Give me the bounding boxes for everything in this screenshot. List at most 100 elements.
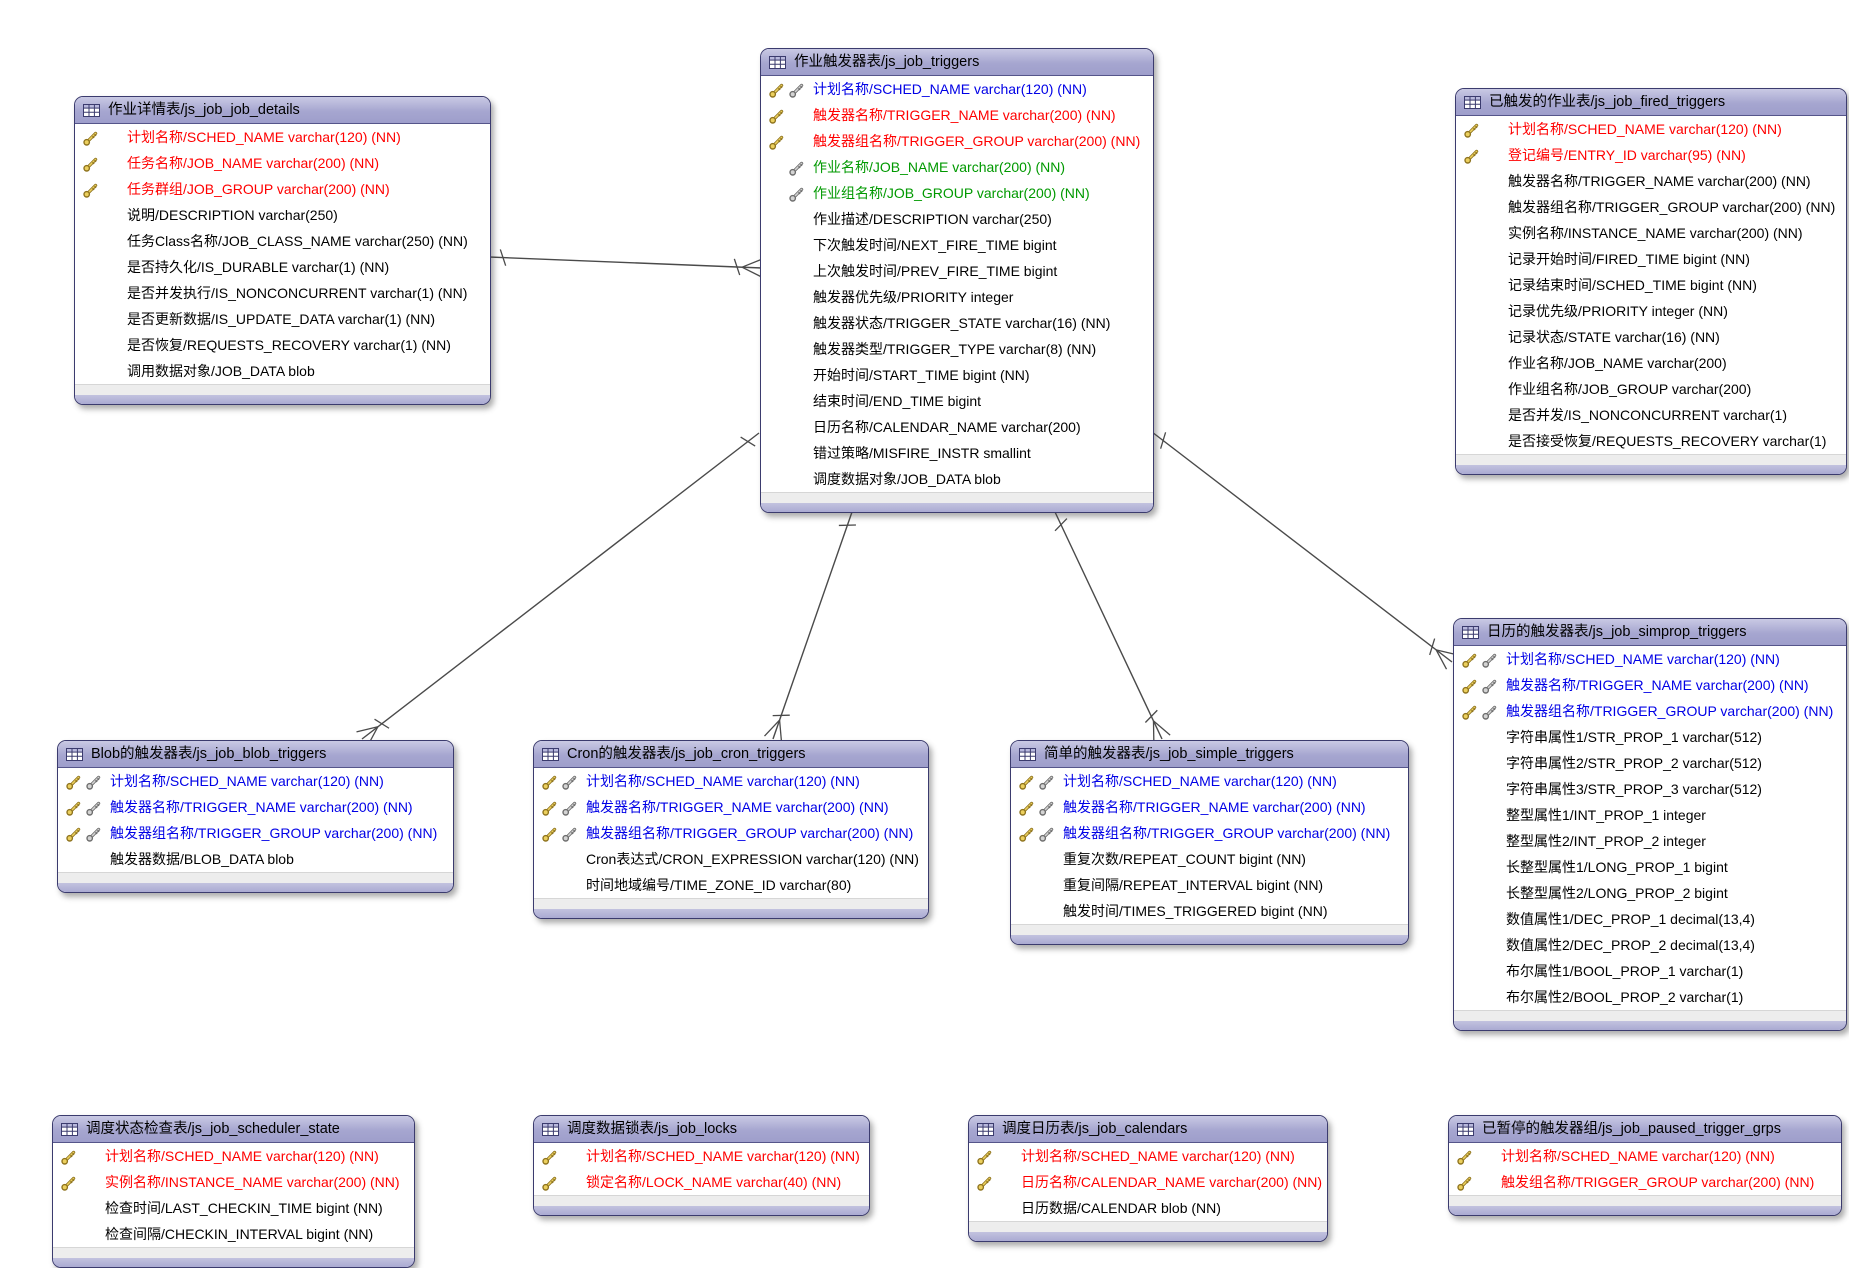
table-header: 已触发的作业表/js_job_fired_triggers bbox=[1456, 89, 1846, 116]
column-label: 数值属性1/DEC_PROP_1 decimal(13,4) bbox=[1506, 906, 1755, 932]
column-label: 触发器类型/TRIGGER_TYPE varchar(8) (NN) bbox=[813, 336, 1096, 362]
table-grid-icon bbox=[61, 1123, 78, 1136]
column-row: 长整型属性1/LONG_PROP_1 bigint bbox=[1454, 854, 1846, 880]
table-columns: 计划名称/SCHED_NAME varchar(120) (NN)触发器名称/T… bbox=[58, 768, 453, 872]
column-label: 触发组名称/TRIGGER_GROUP varchar(200) (NN) bbox=[1501, 1169, 1814, 1195]
column-label: 时间地域编号/TIME_ZONE_ID varchar(80) bbox=[586, 872, 851, 898]
column-label: 任务名称/JOB_NAME varchar(200) (NN) bbox=[127, 150, 379, 176]
column-label: 触发器名称/TRIGGER_NAME varchar(200) (NN) bbox=[586, 794, 889, 820]
column-label: 是否持久化/IS_DURABLE varchar(1) (NN) bbox=[127, 254, 389, 280]
table-footer bbox=[534, 898, 928, 918]
column-label: 字符串属性2/STR_PROP_2 varchar(512) bbox=[1506, 750, 1762, 776]
column-label: 触发器组名称/TRIGGER_GROUP varchar(200) (NN) bbox=[1063, 820, 1390, 846]
column-label: 触发器名称/TRIGGER_NAME varchar(200) (NN) bbox=[110, 794, 413, 820]
column-label: 作业组名称/JOB_GROUP varchar(200) bbox=[1508, 376, 1751, 402]
gray-key-icon bbox=[788, 83, 804, 99]
column-row: 检查时间/LAST_CHECKIN_TIME bigint (NN) bbox=[53, 1195, 414, 1221]
column-row: 字符串属性3/STR_PROP_3 varchar(512) bbox=[1454, 776, 1846, 802]
table-title: 作业详情表/js_job_job_details bbox=[108, 97, 300, 124]
table-header: 调度数据锁表/js_job_locks bbox=[534, 1116, 869, 1143]
column-label: 计划名称/SCHED_NAME varchar(120) (NN) bbox=[1021, 1143, 1295, 1169]
column-row: 计划名称/SCHED_NAME varchar(120) (NN) bbox=[1456, 116, 1846, 142]
column-label: 计划名称/SCHED_NAME varchar(120) (NN) bbox=[127, 124, 401, 150]
column-label: 重复次数/REPEAT_COUNT bigint (NN) bbox=[1063, 846, 1306, 872]
column-row: 计划名称/SCHED_NAME varchar(120) (NN) bbox=[53, 1143, 414, 1169]
column-label: 记录结束时间/SCHED_TIME bigint (NN) bbox=[1508, 272, 1757, 298]
gold-key-icon bbox=[1461, 705, 1477, 721]
column-label: 重复间隔/REPEAT_INTERVAL bigint (NN) bbox=[1063, 872, 1323, 898]
table-footer bbox=[1011, 924, 1408, 944]
column-label: 计划名称/SCHED_NAME varchar(120) (NN) bbox=[1506, 646, 1780, 672]
gray-key-icon bbox=[85, 775, 101, 791]
column-label: 记录开始时间/FIRED_TIME bigint (NN) bbox=[1508, 246, 1750, 272]
column-row: 检查间隔/CHECKIN_INTERVAL bigint (NN) bbox=[53, 1221, 414, 1247]
column-row: 任务Class名称/JOB_CLASS_NAME varchar(250) (N… bbox=[75, 228, 490, 254]
gray-key-icon bbox=[1481, 653, 1497, 669]
column-row: 触发器组名称/TRIGGER_GROUP varchar(200) (NN) bbox=[534, 820, 928, 846]
table-header: Cron的触发器表/js_job_cron_triggers bbox=[534, 741, 928, 768]
column-label: 布尔属性2/BOOL_PROP_2 varchar(1) bbox=[1506, 984, 1743, 1010]
gold-key-icon bbox=[1018, 775, 1034, 791]
gray-key-icon bbox=[788, 187, 804, 203]
column-row: 触发器名称/TRIGGER_NAME varchar(200) (NN) bbox=[58, 794, 453, 820]
column-row: 计划名称/SCHED_NAME varchar(120) (NN) bbox=[534, 1143, 869, 1169]
column-label: 是否更新数据/IS_UPDATE_DATA varchar(1) (NN) bbox=[127, 306, 435, 332]
table-grid-icon bbox=[1457, 1123, 1474, 1136]
column-row: 触发时间/TIMES_TRIGGERED bigint (NN) bbox=[1011, 898, 1408, 924]
column-label: 错过策略/MISFIRE_INSTR smallint bbox=[813, 440, 1031, 466]
column-label: 日历名称/CALENDAR_NAME varchar(200) bbox=[813, 414, 1081, 440]
column-label: 作业描述/DESCRIPTION varchar(250) bbox=[813, 206, 1052, 232]
column-row: 触发器组名称/TRIGGER_GROUP varchar(200) (NN) bbox=[58, 820, 453, 846]
column-label: 计划名称/SCHED_NAME varchar(120) (NN) bbox=[586, 1143, 860, 1169]
table-footer bbox=[1454, 1010, 1846, 1030]
column-label: 说明/DESCRIPTION varchar(250) bbox=[127, 202, 338, 228]
gold-key-icon bbox=[1461, 679, 1477, 695]
column-label: 整型属性2/INT_PROP_2 integer bbox=[1506, 828, 1706, 854]
column-row: 触发器组名称/TRIGGER_GROUP varchar(200) (NN) bbox=[1011, 820, 1408, 846]
gray-key-icon bbox=[1038, 801, 1054, 817]
table-footer bbox=[1456, 454, 1846, 474]
table-grid-icon bbox=[83, 104, 100, 117]
column-row: 数值属性2/DEC_PROP_2 decimal(13,4) bbox=[1454, 932, 1846, 958]
column-row: 日历数据/CALENDAR blob (NN) bbox=[969, 1195, 1327, 1221]
gray-key-icon bbox=[561, 801, 577, 817]
column-label: 是否并发/IS_NONCONCURRENT varchar(1) bbox=[1508, 402, 1787, 428]
column-row: 实例名称/INSTANCE_NAME varchar(200) (NN) bbox=[1456, 220, 1846, 246]
column-row: 长整型属性2/LONG_PROP_2 bigint bbox=[1454, 880, 1846, 906]
column-row: 实例名称/INSTANCE_NAME varchar(200) (NN) bbox=[53, 1169, 414, 1195]
column-label: 数值属性2/DEC_PROP_2 decimal(13,4) bbox=[1506, 932, 1755, 958]
column-label: 是否并发执行/IS_NONCONCURRENT varchar(1) (NN) bbox=[127, 280, 467, 306]
gray-key-icon bbox=[788, 161, 804, 177]
table-grid-icon bbox=[542, 1123, 559, 1136]
gray-key-icon bbox=[1038, 827, 1054, 843]
table-columns: 计划名称/SCHED_NAME varchar(120) (NN)触发器名称/T… bbox=[1011, 768, 1408, 924]
table-header: 已暂停的触发器组/js_job_paused_trigger_grps bbox=[1449, 1116, 1841, 1143]
column-label: 检查时间/LAST_CHECKIN_TIME bigint (NN) bbox=[105, 1195, 383, 1221]
table-header: 日历的触发器表/js_job_simprop_triggers bbox=[1454, 619, 1846, 646]
column-label: 触发器名称/TRIGGER_NAME varchar(200) (NN) bbox=[1508, 168, 1811, 194]
column-row: 计划名称/SCHED_NAME varchar(120) (NN) bbox=[58, 768, 453, 794]
column-label: 触发时间/TIMES_TRIGGERED bigint (NN) bbox=[1063, 898, 1327, 924]
table-columns: 计划名称/SCHED_NAME varchar(120) (NN)登记编号/EN… bbox=[1456, 116, 1846, 454]
column-label: 作业名称/JOB_NAME varchar(200) bbox=[1508, 350, 1727, 376]
column-label: 长整型属性1/LONG_PROP_1 bigint bbox=[1506, 854, 1728, 880]
gold-key-icon bbox=[541, 775, 557, 791]
column-row: 时间地域编号/TIME_ZONE_ID varchar(80) bbox=[534, 872, 928, 898]
column-row: 触发器名称/TRIGGER_NAME varchar(200) (NN) bbox=[534, 794, 928, 820]
table-footer bbox=[75, 384, 490, 404]
column-label: 计划名称/SCHED_NAME varchar(120) (NN) bbox=[813, 76, 1087, 102]
table-columns: 计划名称/SCHED_NAME varchar(120) (NN)触发器名称/T… bbox=[1454, 646, 1846, 1010]
table-header: 调度状态检查表/js_job_scheduler_state bbox=[53, 1116, 414, 1143]
table-grid-icon bbox=[977, 1123, 994, 1136]
